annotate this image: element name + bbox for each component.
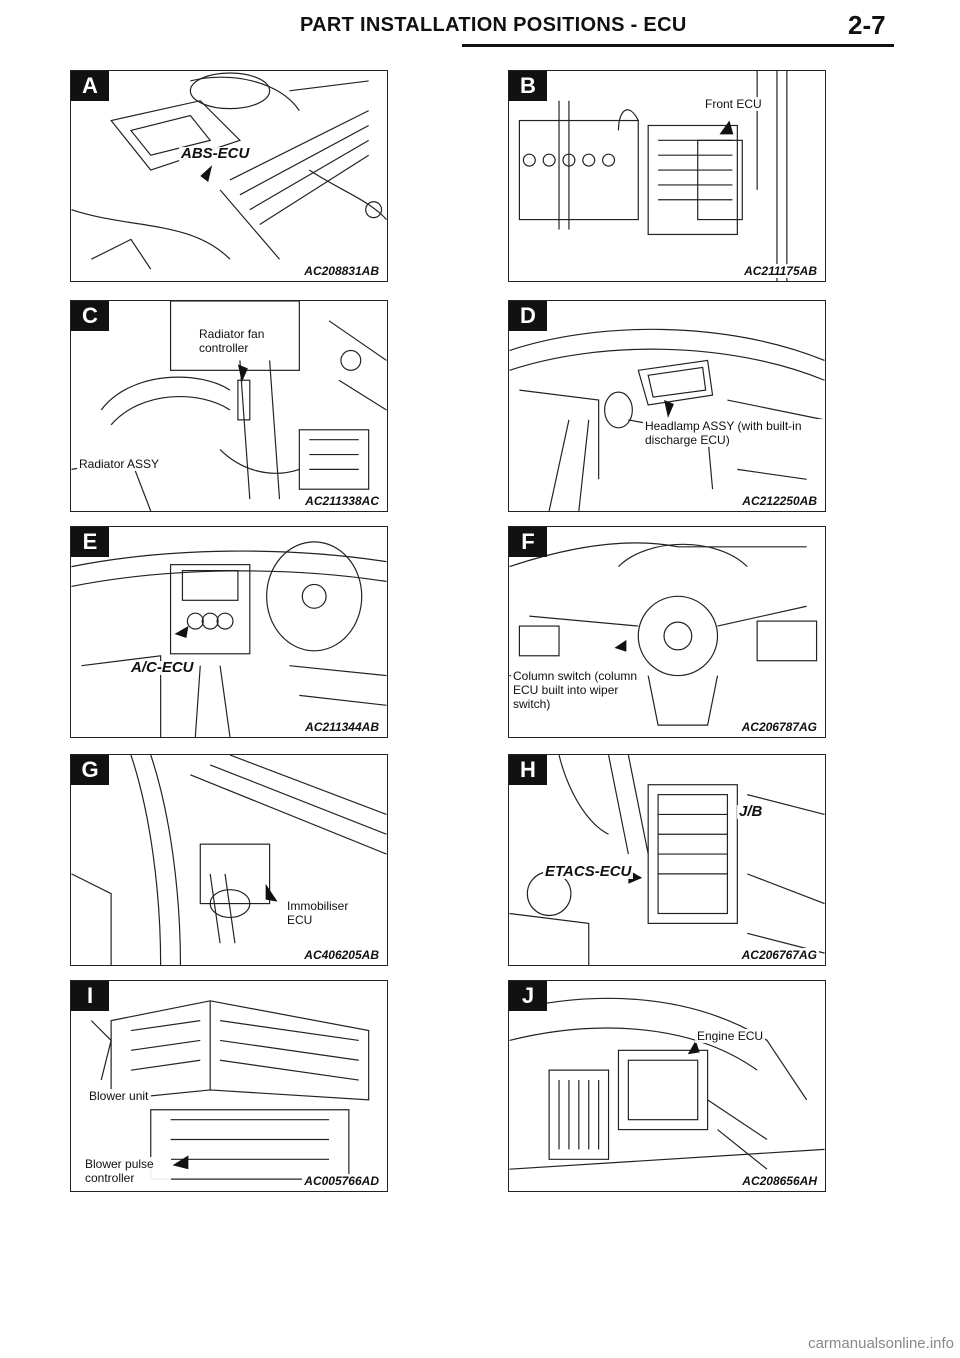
radiator-illustration <box>71 301 387 511</box>
figure-code: AC206787AG <box>739 720 819 734</box>
panel-letter: H <box>509 755 547 785</box>
panel-a: A ABS-ECU AC208831AB <box>70 70 388 282</box>
figure-code: AC211344AB <box>303 720 381 734</box>
front-ecu-label: Front ECU <box>703 97 764 111</box>
panel-letter: D <box>509 301 547 331</box>
figure-code: AC005766AD <box>302 1174 381 1188</box>
panel-g: G Immobiliser ECU AC406205AB <box>70 754 388 966</box>
page-title: PART INSTALLATION POSITIONS - ECU <box>300 14 687 36</box>
panel-letter: J <box>509 981 547 1011</box>
jb-label: J/B <box>737 803 765 820</box>
headlamp-illustration <box>509 328 825 511</box>
panel-b: B Front ECU AC211175AB <box>508 70 826 282</box>
panel-letter: I <box>71 981 109 1011</box>
radiator-fan-controller-label: Radiator fan controller <box>197 327 281 355</box>
steering-column-illustration <box>71 755 387 965</box>
column-switch-label: Column switch (column ECU built into wip… <box>511 669 641 711</box>
junction-block-illustration <box>509 755 825 965</box>
column-switch-illustration <box>509 542 818 726</box>
figure-code: AC208831AB <box>302 264 381 278</box>
page-number: 2-7 <box>848 10 886 40</box>
engine-bay-illustration <box>71 72 387 270</box>
figure-code: AC211175AB <box>742 264 819 278</box>
engine-ecu-label: Engine ECU <box>695 1029 766 1043</box>
panel-i: I Blower unit Blower pulse controller AC… <box>70 980 388 1192</box>
panel-letter: F <box>509 527 547 557</box>
etacs-ecu-label: ETACS-ECU <box>543 863 634 880</box>
panel-letter: B <box>509 71 547 101</box>
figure-code: AC212250AB <box>740 494 819 508</box>
panel-h: H J/B ETACS-ECU AC206767AG <box>508 754 826 966</box>
panel-e: E A/C-ECU AC211344AB <box>70 526 388 738</box>
figure-code: AC211338AC <box>303 494 381 508</box>
header-divider <box>462 44 894 47</box>
figure-code: AC406205AB <box>302 948 381 962</box>
panel-letter: G <box>71 755 109 785</box>
figure-code: AC206767AG <box>739 948 819 962</box>
footer-watermark: carmanualsonline.info <box>808 1335 954 1352</box>
immobiliser-ecu-label: Immobiliser ECU <box>285 899 369 927</box>
panel-letter: E <box>71 527 109 557</box>
panel-letter: C <box>71 301 109 331</box>
figure-code: AC208656AH <box>740 1174 819 1188</box>
panel-c: C Radiator fan controller Radiator ASSY … <box>70 300 388 512</box>
panel-f: F Column switch (column ECU built into w… <box>508 526 826 738</box>
panel-letter: A <box>71 71 109 101</box>
dashboard-illustration <box>71 541 387 737</box>
radiator-assy-label: Radiator ASSY <box>77 457 162 471</box>
engine-ecu-illustration <box>509 997 825 1170</box>
blower-unit-label: Blower unit <box>87 1089 151 1103</box>
blower-pulse-controller-label: Blower pulse controller <box>83 1157 171 1185</box>
front-ecu-illustration <box>518 71 788 281</box>
headlamp-assy-label: Headlamp ASSY (with built-in discharge E… <box>643 419 825 447</box>
abs-ecu-label: ABS-ECU <box>179 145 252 162</box>
panel-j: J Engine ECU AC208656AH <box>508 980 826 1192</box>
panel-d: D Headlamp ASSY (with built-in discharge… <box>508 300 826 512</box>
ac-ecu-label: A/C-ECU <box>129 659 196 676</box>
